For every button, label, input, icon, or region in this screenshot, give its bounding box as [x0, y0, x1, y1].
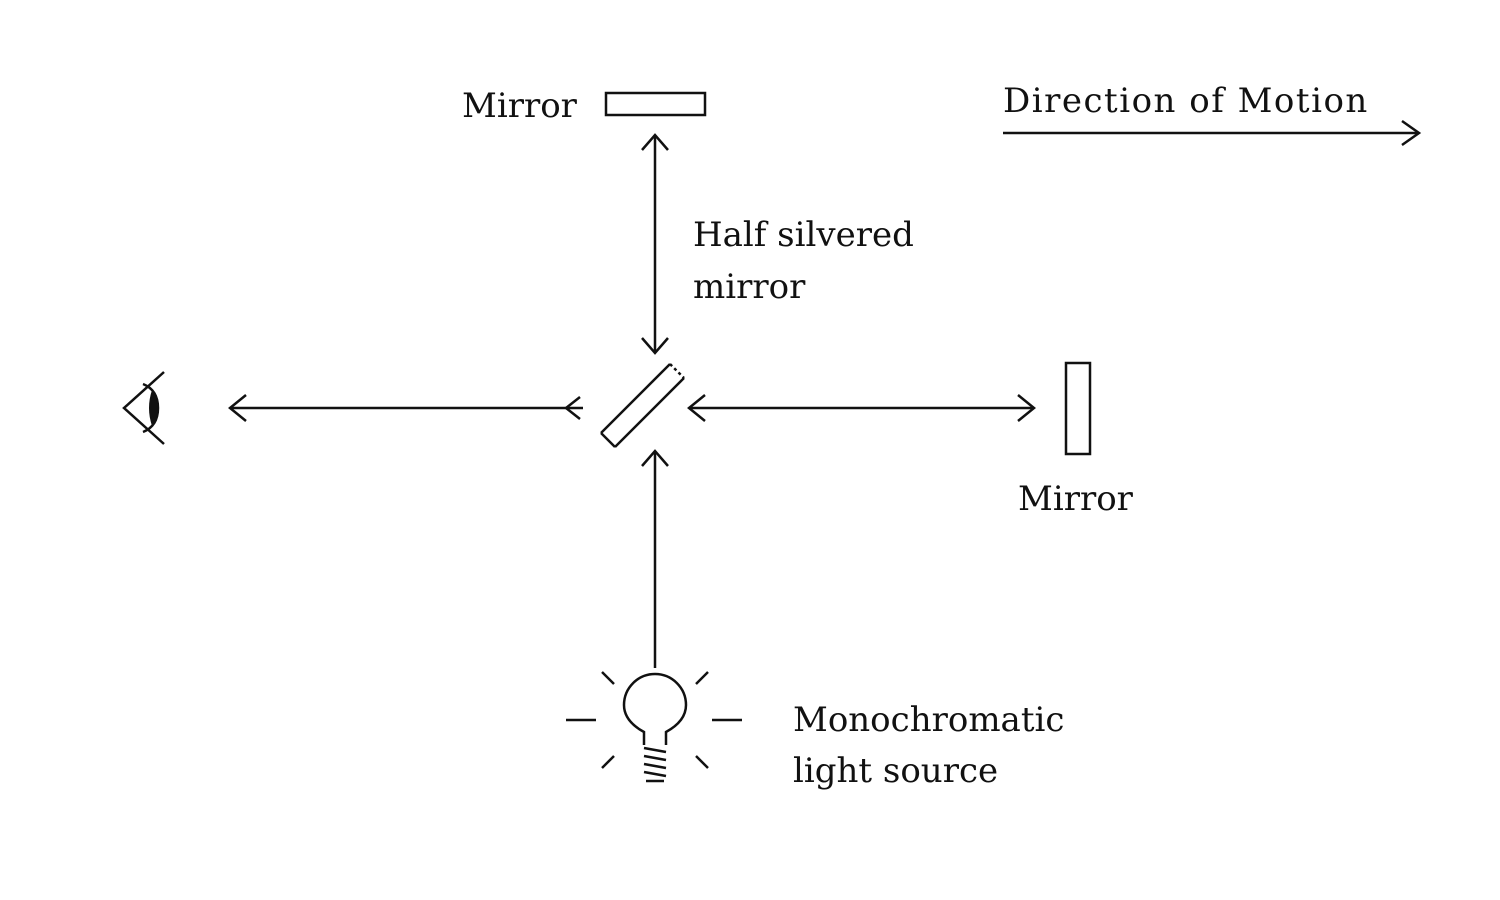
light-bulb-icon: [566, 671, 742, 783]
vertical-double-arrow: [641, 133, 669, 355]
direction-arrow: [1003, 119, 1422, 147]
light-source-label-line2: light source: [793, 751, 998, 791]
top-mirror-label: Mirror: [462, 86, 578, 126]
right-mirror-label: Mirror: [1018, 479, 1134, 519]
eye-icon: [122, 371, 165, 445]
horizontal-double-arrow: [687, 394, 1036, 422]
arrow-to-eye: [228, 394, 583, 422]
right-mirror: [1064, 361, 1092, 456]
top-mirror: [604, 91, 707, 117]
half-silvered-label-line2: mirror: [693, 267, 806, 307]
half-silvered-label-line1: Half silvered: [693, 215, 914, 255]
source-beam-arrow: [641, 449, 669, 668]
light-source-label-line1: Monochromatic: [793, 700, 1064, 740]
direction-of-motion-label: Direction of Motion: [1003, 81, 1369, 121]
half-silvered-mirror: [600, 363, 685, 448]
